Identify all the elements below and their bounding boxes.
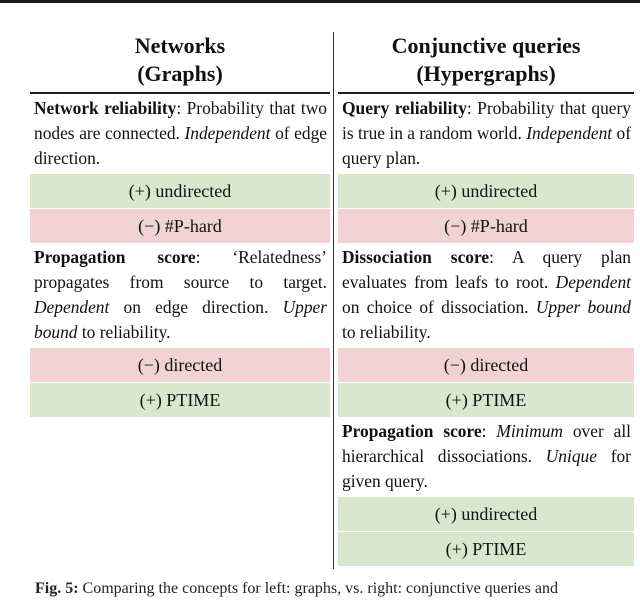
figure-caption: Fig. 5: Comparing the concepts for left:… [35,578,635,600]
propagation-score-description: Propagation score: ‘Relatedness’ propaga… [30,243,330,347]
desc-text: : Probability that query is true in a ra… [342,98,631,143]
query-reliability-heading: Query reliability [342,98,467,118]
right-column-title: Conjunctive queries (Hypergraphs) [338,30,634,92]
cq-propagation-score-heading: Propagation score [342,421,482,441]
right-title-line1: Conjunctive queries [391,33,581,58]
propagation-score-heading: Propagation score [34,247,196,267]
desc-text: : Probability that two nodes are connect… [34,98,328,143]
desc-emphasis: Upper bound [535,297,632,317]
desc-text: to reliability. [342,322,431,342]
network-reliability-positive-band: (+) undirected [30,174,330,208]
query-reliability-positive-band: (+) undirected [338,174,634,208]
right-header-rule [338,92,634,94]
desc-emphasis: Dependent [34,297,110,317]
query-reliability-negative-band: (−) #P-hard [338,209,634,243]
caption-text: Comparing the concepts for left: graphs,… [82,580,558,597]
desc-emphasis: Dependent [555,272,631,292]
desc-emphasis: Unique [545,446,597,466]
left-title-line1: Networks [134,33,226,58]
desc-text: : ‘Relatedness’ propagates from source t… [34,247,328,292]
network-reliability-negative-band: (−) #P-hard [30,209,330,243]
desc-text: : [481,421,497,441]
left-header-rule [30,92,330,94]
desc-text: : A query plan evaluates from leafs to r… [342,247,631,292]
desc-emphasis: Independent [184,123,271,143]
desc-emphasis: Independent [526,123,613,143]
query-reliability-description: Query reliability: Probability that quer… [338,94,634,173]
cq-propagation-score-description: Propagation score: Minimum over all hier… [338,417,634,496]
desc-text: on choice of dissociation. [342,297,536,317]
desc-text: on edge direction. [109,297,283,317]
dissociation-score-description: Dissociation score: A query plan evaluat… [338,243,634,347]
propagation-score-positive-band: (+) PTIME [30,383,330,417]
network-reliability-heading: Network reliability [34,98,177,118]
right-title-line2: (Hypergraphs) [416,61,556,86]
desc-text: of edge direction. [34,123,328,168]
dissociation-score-positive-band: (+) PTIME [338,383,634,417]
desc-text: over all hierarchical dissociations. [342,421,631,466]
propagation-score-negative-band: (−) directed [30,348,330,382]
cq-propagation-score-positive-band-1: (+) undirected [338,497,634,531]
right-column: Conjunctive queries (Hypergraphs) Query … [338,30,634,566]
network-reliability-description: Network reliability: Probability that tw… [30,94,330,173]
desc-text: of query plan. [342,123,632,168]
desc-emphasis: Upper bound [34,297,327,342]
figure-label: Fig. 5: [35,580,79,597]
desc-text: to reliability. [77,322,171,342]
left-title-line2: (Graphs) [137,61,223,86]
top-rule [0,0,640,3]
dissociation-score-heading: Dissociation score [342,247,490,267]
cq-propagation-score-positive-band-2: (+) PTIME [338,532,634,566]
column-divider [333,32,334,569]
left-column: Networks (Graphs) Network reliability: P… [30,30,330,417]
left-column-title: Networks (Graphs) [30,30,330,92]
dissociation-score-negative-band: (−) directed [338,348,634,382]
desc-text: for given query. [342,446,631,491]
desc-emphasis: Minimum [496,421,563,441]
